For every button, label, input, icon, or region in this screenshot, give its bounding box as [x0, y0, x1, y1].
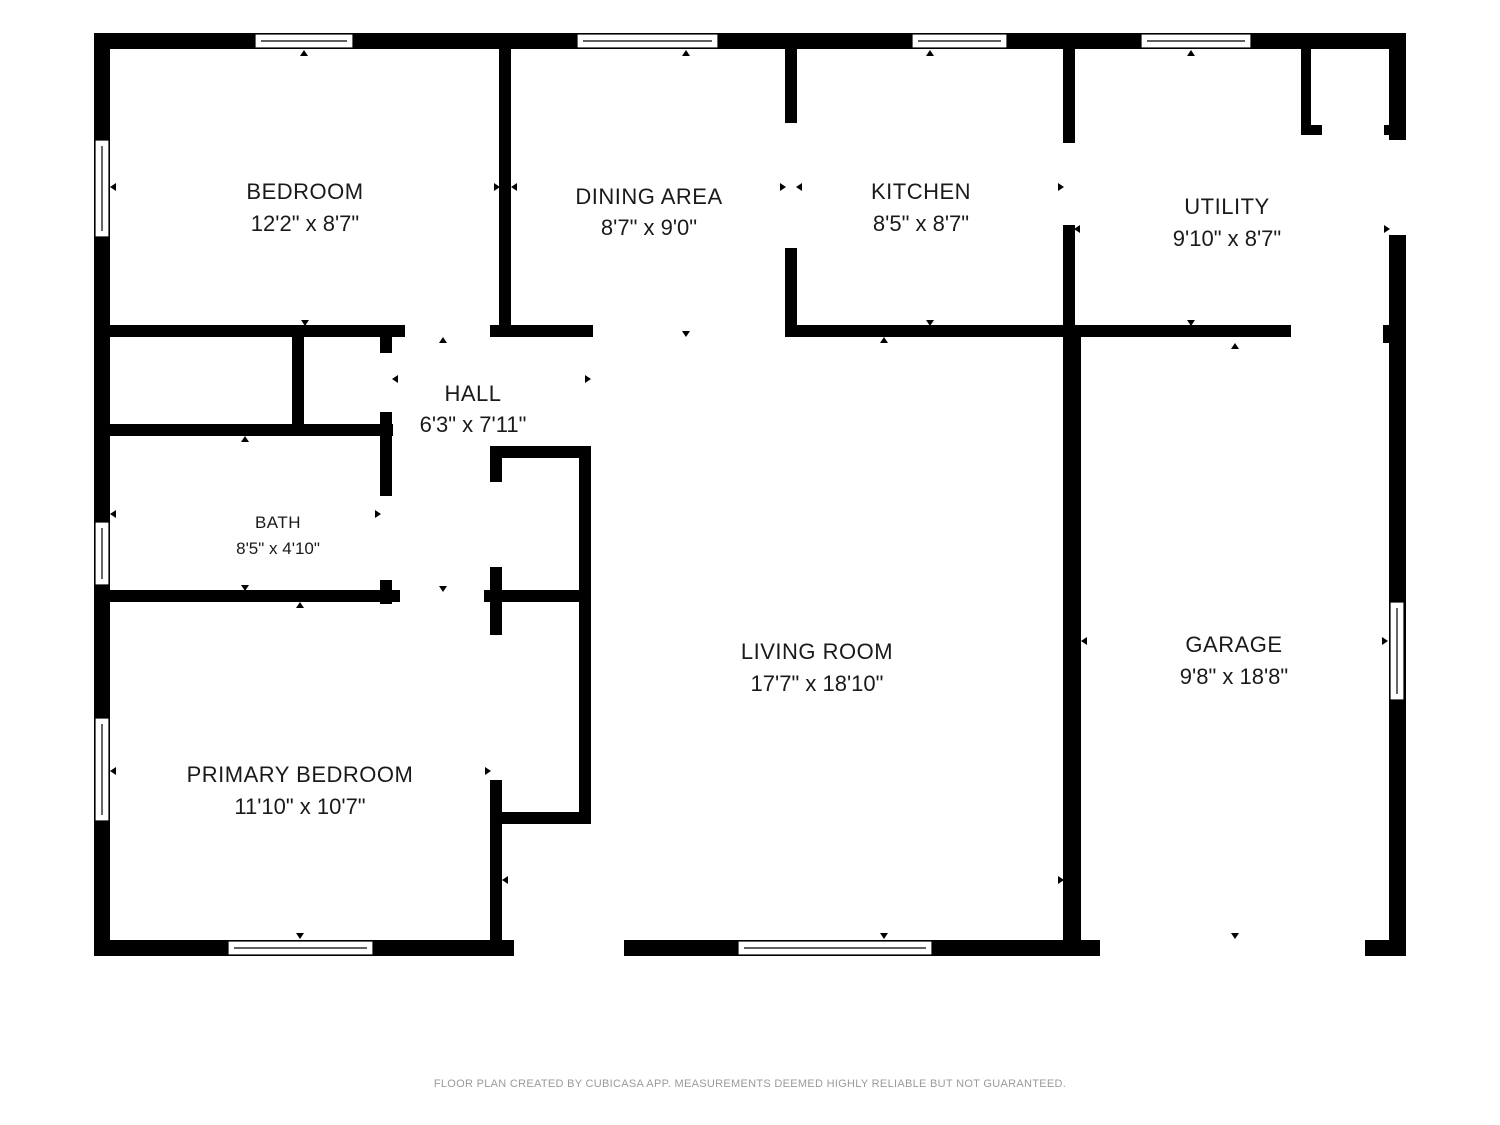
wall-closet-divider	[292, 337, 304, 432]
marker	[392, 375, 398, 383]
wall-closet-top	[490, 446, 590, 458]
marker	[301, 320, 309, 326]
windows	[94, 33, 1405, 956]
marker	[502, 876, 508, 884]
marker	[880, 337, 888, 343]
room-name-dining: DINING AREA	[575, 184, 722, 209]
marker	[110, 183, 116, 191]
marker	[110, 510, 116, 518]
marker	[511, 183, 517, 191]
marker	[1187, 320, 1195, 326]
marker	[439, 586, 447, 592]
marker	[1187, 50, 1195, 56]
wall-kitchen-bottom	[785, 325, 1291, 337]
wall-closet-bottom	[490, 812, 590, 824]
wall-hall-left-mid	[380, 412, 392, 496]
marker	[682, 331, 690, 337]
wall-hall-top	[490, 325, 593, 337]
marker	[494, 183, 500, 191]
room-dims-bath: 8'5" x 4'10"	[236, 539, 320, 558]
room-name-bedroom: BEDROOM	[246, 179, 363, 204]
wall-bath-top	[110, 424, 393, 436]
room-dims-kitchen: 8'5" x 8'7"	[873, 211, 969, 236]
wall-closet-left-a	[490, 446, 502, 482]
marker	[485, 767, 491, 775]
marker	[296, 602, 304, 608]
measurement-markers	[110, 50, 1390, 939]
wall-bedroom-dining	[499, 49, 511, 337]
room-name-primary: PRIMARY BEDROOM	[187, 762, 414, 787]
window-living-bottom	[737, 940, 933, 956]
marker	[1382, 637, 1388, 645]
marker	[1231, 933, 1239, 939]
exterior-wall-top	[94, 33, 1406, 49]
opening-bottom-living	[514, 940, 624, 956]
marker	[1058, 876, 1064, 884]
wall-hall-left-upper	[380, 337, 392, 353]
wall-primary-right-lower	[490, 780, 502, 950]
room-name-living: LIVING ROOM	[741, 639, 893, 664]
marker	[241, 585, 249, 591]
marker	[375, 510, 381, 518]
marker	[796, 183, 802, 191]
disclaimer-footer: FLOOR PLAN CREATED BY CUBICASA APP. MEAS…	[433, 1078, 1067, 1090]
marker	[1384, 225, 1390, 233]
window-utility-top	[1140, 33, 1252, 49]
window-kitchen-top	[911, 33, 1008, 49]
room-name-utility: UTILITY	[1184, 194, 1269, 219]
window-primary-bottom	[227, 940, 374, 956]
marker	[585, 375, 591, 383]
opening-utility-closet	[1322, 125, 1384, 135]
wall-primary-top-right	[484, 590, 590, 602]
opening-closet-left	[490, 482, 502, 567]
wall-garage-stub	[1383, 325, 1395, 343]
marker	[1231, 343, 1239, 349]
marker	[1058, 183, 1064, 191]
window-dining-top	[576, 33, 719, 49]
wall-living-garage	[1063, 325, 1081, 950]
marker	[926, 50, 934, 56]
marker	[780, 183, 786, 191]
room-dims-hall: 6'3" x 7'11"	[420, 412, 527, 437]
opening-kitchen-utility	[1063, 143, 1075, 225]
marker	[300, 50, 308, 56]
marker	[682, 50, 690, 56]
window-bedroom-left	[94, 139, 110, 238]
room-labels: BEDROOM 12'2" x 8'7" DINING AREA 8'7" x …	[187, 179, 1289, 819]
room-dims-utility: 9'10" x 8'7"	[1173, 226, 1281, 251]
window-bath-left	[94, 521, 110, 586]
room-name-garage: GARAGE	[1185, 632, 1282, 657]
marker	[110, 767, 116, 775]
room-dims-bedroom: 12'2" x 8'7"	[251, 211, 359, 236]
room-name-hall: HALL	[444, 381, 501, 406]
room-dims-living: 17'7" x 18'10"	[751, 671, 884, 696]
opening-primary-closet	[490, 635, 502, 780]
window-garage-right	[1389, 601, 1405, 701]
opening-kitchen-side	[785, 123, 797, 248]
marker	[926, 320, 934, 326]
room-dims-dining: 8'7" x 9'0"	[601, 215, 697, 240]
room-name-kitchen: KITCHEN	[871, 179, 971, 204]
wall-bath-bottom	[110, 590, 400, 602]
wall-utility-closet-left	[1301, 49, 1311, 135]
wall-closet-right	[579, 446, 591, 824]
marker	[1074, 225, 1080, 233]
room-dims-primary: 11'10" x 10'7"	[234, 794, 365, 819]
marker	[241, 436, 249, 442]
room-name-bath: BATH	[255, 513, 301, 532]
marker	[1081, 637, 1087, 645]
marker	[296, 933, 304, 939]
openings	[490, 123, 1406, 956]
wall-bedroom-bottom	[110, 325, 405, 337]
wall-closet-left-b	[490, 567, 502, 635]
opening-utility-right	[1389, 140, 1406, 235]
room-dims-garage: 9'8" x 18'8"	[1180, 664, 1288, 689]
window-bedroom-top	[254, 33, 354, 49]
marker	[439, 337, 447, 343]
exterior-wall-right	[1389, 33, 1406, 956]
marker	[880, 933, 888, 939]
opening-garage-door	[1100, 940, 1365, 956]
window-primary-left	[94, 717, 110, 822]
